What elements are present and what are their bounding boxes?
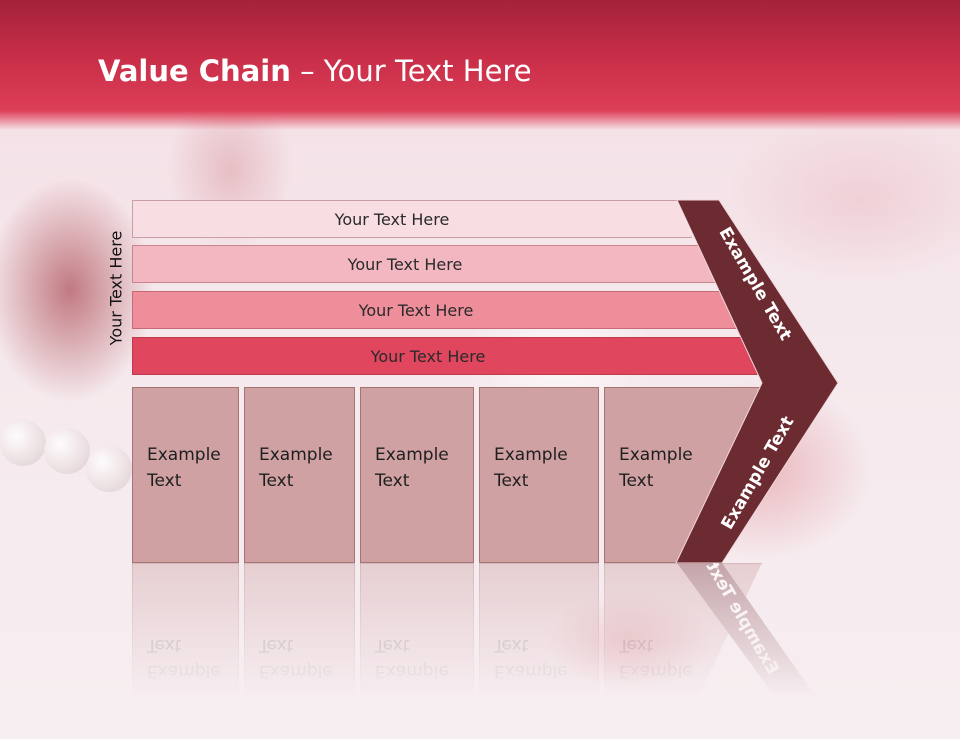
bar-1[interactable]: Your Text Here <box>132 200 692 238</box>
card-2-line1: Example <box>259 445 333 465</box>
card-2[interactable]: Example Text <box>244 387 355 563</box>
side-label: Your Text Here <box>106 230 126 346</box>
reflection-chevron <box>677 563 832 720</box>
bar-2[interactable]: Your Text Here <box>132 245 718 283</box>
title-bold: Value Chain <box>98 54 291 88</box>
card-1-line2: Text <box>147 471 182 491</box>
card-4[interactable]: Example Text <box>479 387 599 563</box>
bar-4[interactable]: Your Text Here <box>132 337 764 375</box>
bar-3[interactable]: Your Text Here <box>132 291 740 329</box>
card-4-line1: Example <box>494 445 568 465</box>
pearl-decoration <box>0 420 46 466</box>
card-1-line1: Example <box>147 445 221 465</box>
card-3-line1: Example <box>375 445 449 465</box>
card-3[interactable]: Example Text <box>360 387 474 563</box>
pearl-decoration <box>86 446 132 492</box>
card-1[interactable]: Example Text <box>132 387 239 563</box>
card-4-line2: Text <box>494 471 529 491</box>
title-rest: – Your Text Here <box>290 54 532 88</box>
header-band <box>0 0 960 130</box>
card-5-line1: Example <box>619 445 693 465</box>
reflection: Example Text Example Text Example Text E… <box>132 558 832 739</box>
pearl-decoration <box>44 428 90 474</box>
card-2-line2: Text <box>259 471 294 491</box>
card-5-line2: Text <box>619 471 654 491</box>
slide-title: Value Chain – Your Text Here <box>98 54 532 88</box>
card-3-line2: Text <box>375 471 410 491</box>
